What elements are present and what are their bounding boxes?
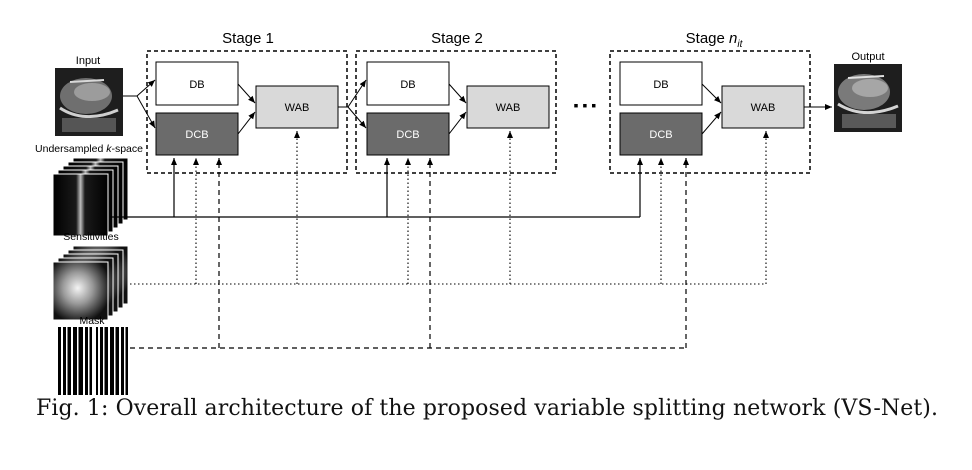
stage-n-dcb-block [619, 112, 703, 156]
stage-1-dcb-block [155, 112, 239, 156]
undersampled-kspace-stack [52, 157, 129, 237]
stage-n-title-sub: it [737, 39, 743, 50]
stage-n-db-label: DB [653, 79, 668, 91]
stage-1-wab-label: WAB [285, 102, 310, 114]
input-mri-image [55, 68, 123, 136]
stage-2-db-label: DB [400, 79, 415, 91]
stage-2-frame [355, 50, 557, 174]
stage-n-dcb-label: DCB [649, 129, 672, 141]
sensitivities-label: Sensitivities [63, 231, 118, 243]
sensitivities-feed-lines [130, 131, 769, 285]
stage-n-wab-label: WAB [751, 102, 776, 114]
stage-n-db-block [619, 61, 703, 106]
stage-1-title: Stage 1 [222, 30, 274, 47]
mask-feed-lines [130, 158, 689, 349]
stage-2-wab-block [466, 85, 550, 129]
kspace-label-suffix: -space [111, 143, 143, 155]
stage-2-title: Stage 2 [431, 30, 483, 47]
output-label: Output [851, 51, 884, 63]
stage-2-wab-label: WAB [496, 102, 521, 114]
stage-1-db-block [155, 61, 239, 106]
stage-1-db-label: DB [189, 79, 204, 91]
stage-n-title: Stage nit [686, 30, 744, 50]
stage-2-db-block [366, 61, 450, 106]
stage-1-frame [146, 50, 348, 174]
input-label: Input [76, 55, 100, 67]
stage-2-dcb-label: DCB [396, 129, 419, 141]
kspace-label-prefix: Undersampled [35, 143, 106, 155]
kspace-feed-lines [110, 158, 643, 218]
mask-label: Mask [79, 315, 105, 327]
stage-n-title-prefix: Stage [686, 30, 729, 47]
stage-n-frame [609, 50, 811, 174]
sensitivities-stack [52, 245, 129, 321]
stage-n-wab-block [721, 85, 805, 129]
kspace-label-k: k [106, 143, 112, 155]
kspace-label: Undersampled k-space [35, 143, 143, 155]
stage-1-dcb-label: DCB [185, 129, 208, 141]
stage-ellipsis: ▪ ▪ ▪ [574, 97, 597, 113]
output-mri-image [834, 64, 902, 132]
flow-arrows [123, 79, 832, 135]
stage-1-wab-block [255, 85, 339, 129]
figure-caption: Fig. 1: Overall architecture of the prop… [36, 396, 939, 421]
mask-image [58, 327, 128, 395]
stage-n-title-n: n [729, 30, 737, 47]
